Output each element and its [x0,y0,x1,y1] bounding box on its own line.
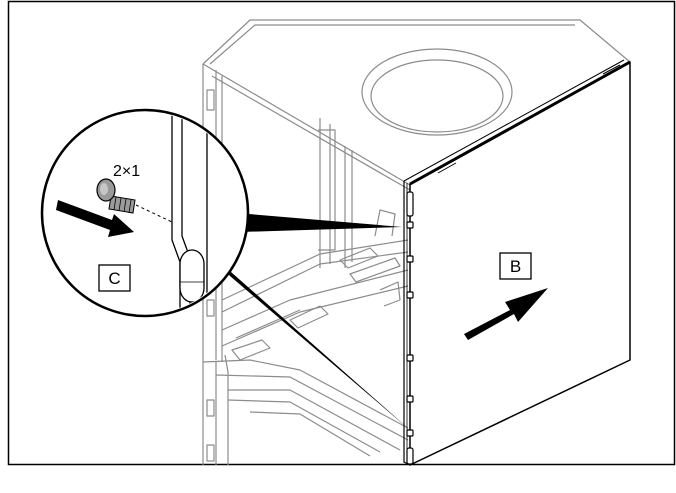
label-b-box: B [499,252,532,280]
arrow-right-icon [464,288,548,340]
screw-icon [96,178,136,214]
callout-wedges [214,213,410,430]
label-b: B [510,257,521,276]
panel-latch-slots [406,191,414,465]
figure-frame [7,0,676,466]
label-c-box: C [98,264,131,292]
detail-callout [40,108,250,318]
label-c: C [108,269,120,288]
callout-wedge-lower [214,257,410,430]
panel-vent-marks [436,64,622,174]
arrow-right-icon [56,200,134,237]
unit-frame [202,19,631,465]
quantity-label: 2×1 [113,163,140,180]
callout-wedge-upper [237,213,402,232]
